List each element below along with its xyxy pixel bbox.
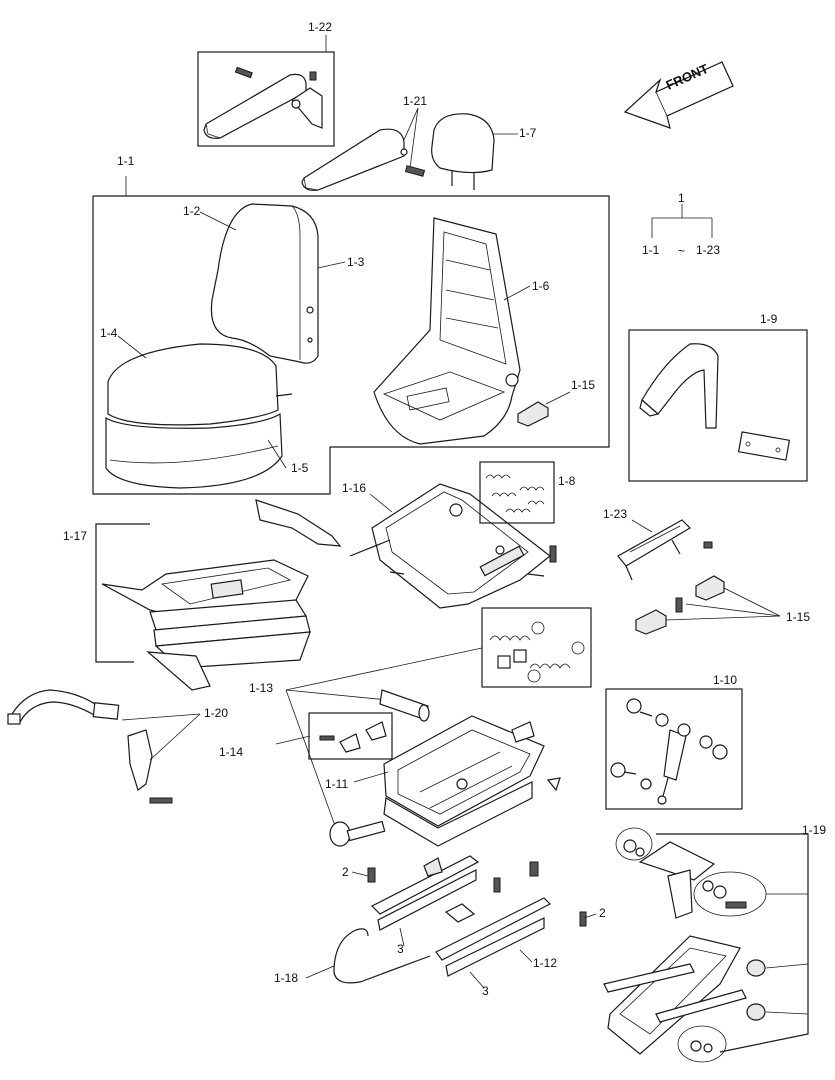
damper-springs bbox=[489, 621, 585, 683]
label-1-21: 1-21 bbox=[403, 94, 428, 108]
label-1-15-a: 1-15 bbox=[571, 378, 596, 392]
label-1-10: 1-10 bbox=[713, 673, 738, 687]
armrest-left bbox=[203, 66, 323, 139]
label-1-20: 1-20 bbox=[204, 706, 229, 720]
seat-cushion bbox=[105, 343, 293, 489]
label-1-23: 1-23 bbox=[603, 507, 628, 521]
springs-small bbox=[485, 474, 545, 513]
label-1-6: 1-6 bbox=[532, 279, 550, 293]
label-1-13: 1-13 bbox=[249, 681, 274, 695]
seat-belt bbox=[7, 689, 173, 804]
lower-rails bbox=[367, 855, 587, 977]
label-3-b: 3 bbox=[482, 984, 489, 998]
label-2-b: 2 bbox=[599, 906, 606, 920]
label-1-15-b: 1-15 bbox=[786, 610, 811, 624]
legend-tree bbox=[651, 204, 713, 238]
label-1-7: 1-7 bbox=[519, 126, 537, 140]
damper-cylinder bbox=[379, 689, 430, 722]
label-2-a: 2 bbox=[342, 865, 349, 879]
scissor-suspension bbox=[383, 715, 561, 847]
belt-strap bbox=[639, 343, 791, 461]
label-1-18: 1-18 bbox=[274, 971, 299, 985]
label-1-8: 1-8 bbox=[558, 474, 576, 488]
label-1-12: 1-12 bbox=[533, 956, 558, 970]
stopper-block-a bbox=[517, 401, 549, 427]
base-bracket-frame bbox=[656, 833, 809, 1053]
legend-sep-label: ~ bbox=[678, 244, 686, 258]
slide-adjuster bbox=[349, 483, 557, 609]
label-1-9: 1-9 bbox=[760, 312, 778, 326]
seat-frame bbox=[373, 217, 521, 445]
label-1-2: 1-2 bbox=[183, 204, 201, 218]
release-rod bbox=[333, 928, 431, 984]
label-1-22: 1-22 bbox=[308, 20, 333, 34]
legend-root-label: 1 bbox=[678, 191, 685, 205]
damper-spring-box bbox=[481, 607, 592, 688]
label-1-1: 1-1 bbox=[117, 154, 135, 168]
backrest bbox=[210, 203, 319, 364]
label-1-4: 1-4 bbox=[100, 326, 118, 340]
front-arrow bbox=[623, 61, 734, 129]
lever-assembly bbox=[617, 519, 713, 581]
label-3-a: 3 bbox=[397, 942, 404, 956]
springs-box bbox=[479, 461, 555, 524]
base-mount bbox=[603, 827, 767, 1063]
bracket-parts bbox=[319, 721, 387, 753]
armrest-left-frame bbox=[197, 51, 335, 147]
shock-box bbox=[605, 688, 743, 810]
adjust-knob bbox=[329, 820, 386, 847]
armrest-right bbox=[301, 128, 426, 191]
headrest bbox=[431, 113, 495, 190]
legend-from-label: 1-1 bbox=[642, 243, 660, 257]
seat-assembly-frame bbox=[92, 195, 610, 495]
label-1-14: 1-14 bbox=[219, 745, 244, 759]
shock-absorber bbox=[610, 698, 728, 805]
belt-box bbox=[628, 329, 808, 482]
label-1-5: 1-5 bbox=[291, 461, 309, 475]
bellows-suspension bbox=[101, 499, 342, 691]
label-1-19: 1-19 bbox=[802, 823, 827, 837]
stopper-block-b bbox=[635, 575, 725, 635]
legend-to-label: 1-23 bbox=[696, 243, 721, 257]
label-1-16: 1-16 bbox=[342, 481, 367, 495]
label-1-11: 1-11 bbox=[325, 777, 349, 791]
bellows-bracket bbox=[95, 523, 150, 663]
label-1-3: 1-3 bbox=[347, 255, 365, 269]
label-1-17: 1-17 bbox=[63, 529, 88, 543]
